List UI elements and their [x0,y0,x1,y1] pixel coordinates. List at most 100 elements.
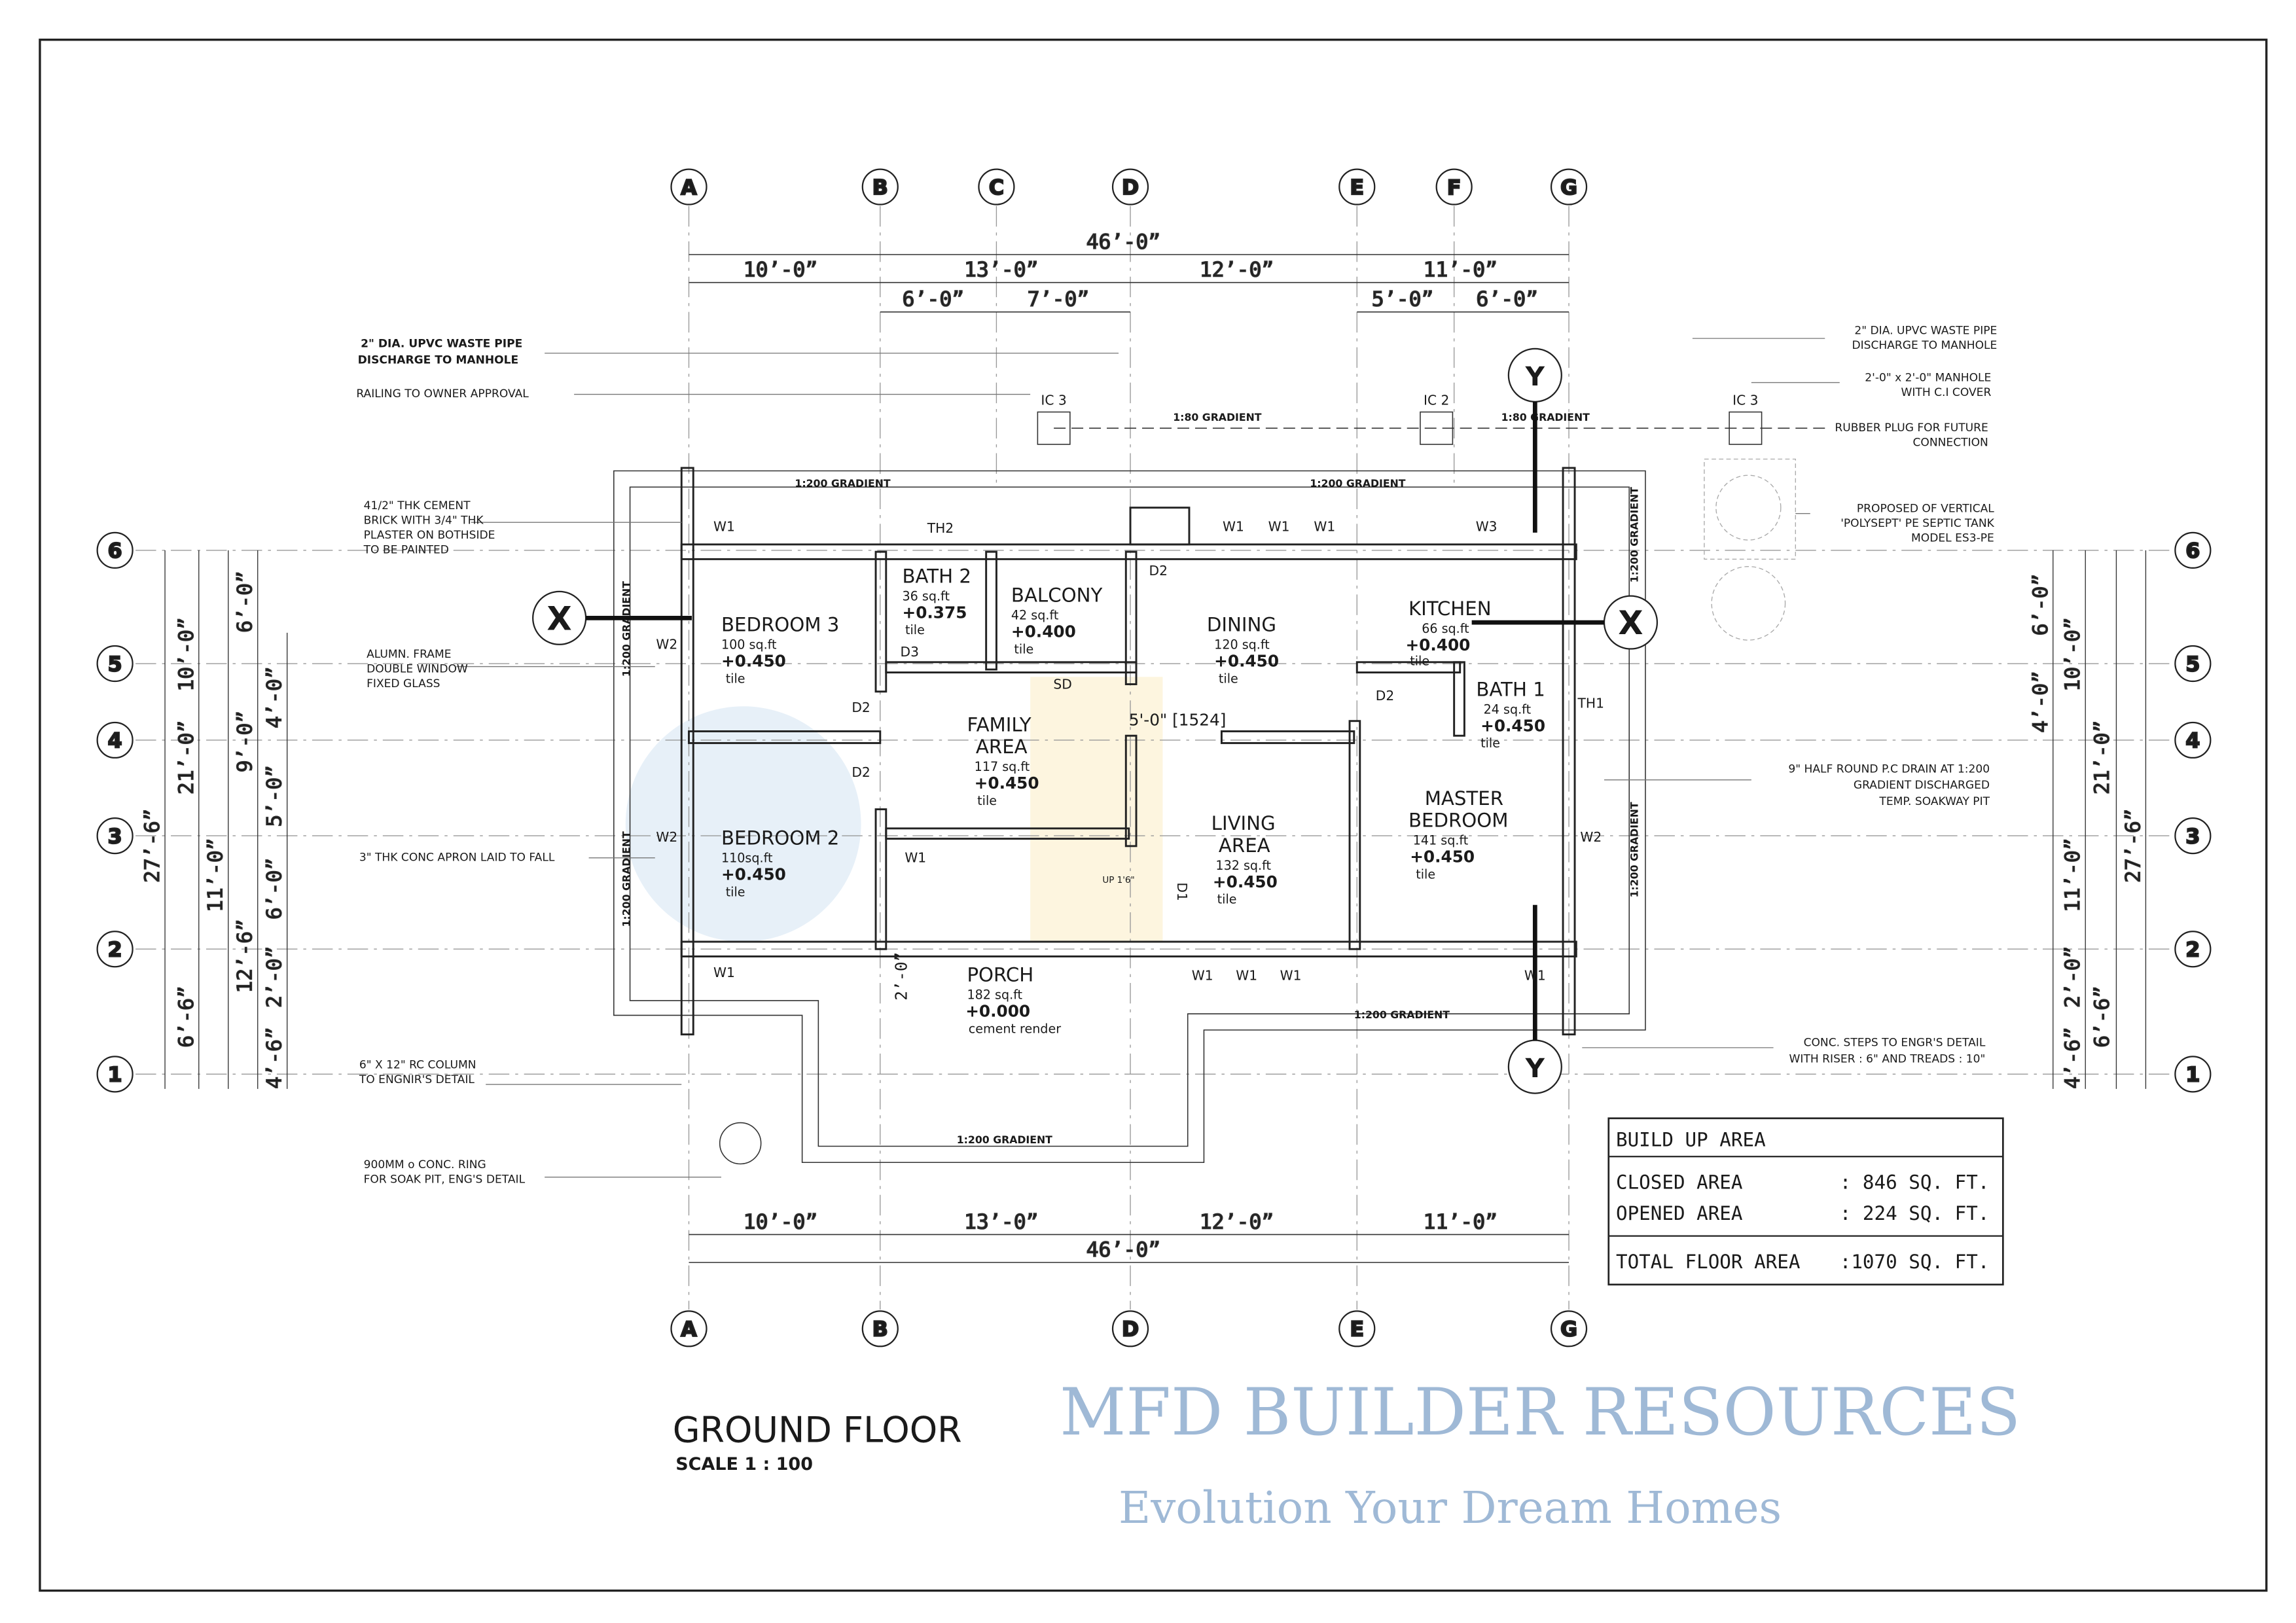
svg-text:KITCHEN: KITCHEN [1408,597,1492,620]
svg-text:6’-0”: 6’-0” [903,288,965,312]
svg-text:10’-0”: 10’-0” [2061,617,2085,692]
svg-text:E: E [1350,176,1365,200]
svg-text:+0.450: +0.450 [721,865,786,884]
svg-text:100 sq.ft: 100 sq.ft [721,637,777,652]
door-tag: D2 [852,764,870,780]
closed-area-value: : 846 SQ. FT. [1840,1171,1990,1194]
sheet-border [39,39,2268,1592]
door-tag: D2 [1376,688,1394,704]
grid-bubble-bottom-e: E [1338,1310,1376,1347]
trap-tag: TH2 [927,520,954,536]
svg-text:5: 5 [2185,652,2200,676]
svg-text:PROPOSED OF VERTICAL: PROPOSED OF VERTICAL [1857,502,1994,515]
left-annotations: 2" DIA. UPVC WASTE PIPE DISCHARGE TO MANH… [356,338,1119,1186]
svg-text:+0.450: +0.450 [721,652,786,671]
svg-text:tile: tile [1014,641,1033,656]
svg-text:46’-0”: 46’-0” [1086,230,1161,254]
svg-text:1: 1 [108,1063,122,1087]
svg-text:+0.450: +0.450 [975,774,1039,793]
svg-text:21’-0”: 21’-0” [2090,720,2114,794]
svg-text:12’-0”: 12’-0” [1200,1210,1274,1234]
svg-text:141 sq.ft: 141 sq.ft [1413,833,1469,848]
svg-text:11’-0”: 11’-0” [2061,838,2085,912]
svg-text:D: D [1122,176,1139,200]
svg-text:tile: tile [977,793,997,808]
door-tag: D2 [1149,563,1168,579]
drainage-line: 1:80 GRADIENT 1:80 GRADIENT IC 3 IC 2 IC… [1037,392,1825,641]
svg-text:LIVING: LIVING [1211,812,1276,834]
svg-text:9’-0”: 9’-0” [234,711,257,773]
svg-text:182 sq.ft: 182 sq.ft [967,988,1022,1003]
svg-text:'POLYSEPT' PE SEPTIC TANK: 'POLYSEPT' PE SEPTIC TANK [1840,517,1994,530]
svg-text:IC 3: IC 3 [1732,392,1758,408]
svg-text:2" DIA. UPVC WASTE PIPE: 2" DIA. UPVC WASTE PIPE [361,338,522,351]
closed-area-label: CLOSED AREA [1616,1171,1743,1194]
grid-bubble-top-a: A [670,168,708,205]
svg-text:6’-0”: 6’-0” [234,571,257,633]
svg-text:13’-0”: 13’-0” [964,1210,1039,1234]
svg-text:FAMILY: FAMILY [967,713,1031,736]
svg-text:DISCHARGE TO MANHOLE: DISCHARGE TO MANHOLE [358,353,519,366]
svg-text:110sq.ft: 110sq.ft [721,851,773,866]
svg-text:B: B [872,1318,888,1342]
svg-text:F: F [1447,176,1462,200]
svg-text:A: A [681,1318,697,1342]
svg-text:24 sq.ft: 24 sq.ft [1484,702,1532,717]
step-up-tag: UP 1'6" [1102,875,1134,885]
svg-text:41/2" THK CEMENT: 41/2" THK CEMENT [364,499,471,512]
section-y-top: Y [1507,348,1562,533]
svg-text:27’-6”: 27’-6” [141,808,164,883]
svg-text:TO BE PAINTED: TO BE PAINTED [363,543,449,556]
grid-bubble-top-f: F [1435,168,1473,205]
svg-text:PORCH: PORCH [967,964,1033,986]
watermark-brand: MFD BUILDER RESOURCES [1060,1375,2020,1450]
svg-text:6: 6 [2185,539,2200,563]
svg-text:+0.450: +0.450 [1480,716,1545,735]
svg-text:cement render: cement render [969,1021,1062,1036]
opened-area-value: : 224 SQ. FT. [1840,1202,1990,1224]
svg-text:CONC. STEPS TO ENGR'S DETAIL: CONC. STEPS TO ENGR'S DETAIL [1804,1037,1986,1050]
section-x-left: X [532,590,692,645]
svg-text:B: B [872,176,888,200]
svg-text:11’-0”: 11’-0” [1423,259,1498,282]
svg-text:Y: Y [1525,1052,1545,1084]
svg-text:27’-6”: 27’-6” [2121,808,2145,883]
svg-text:BATH 1: BATH 1 [1476,678,1545,700]
window-tag: W2 [656,829,677,845]
inspection-chamber-ic3-right: IC 3 [1729,392,1763,445]
svg-text:1:200 GRADIENT: 1:200 GRADIENT [795,477,890,490]
grid-bubble-top-e: E [1338,168,1376,205]
svg-text:6: 6 [108,539,122,563]
svg-text:tile: tile [726,884,745,899]
bottom-dimensions: 10’-0” 13’-0” 12’-0” 11’-0” 46’-0” [689,1210,1570,1263]
svg-text:tile: tile [1480,736,1500,751]
door-tag: D2 [852,700,870,715]
svg-text:2’-0”: 2’-0” [2061,946,2085,1008]
door-tag: D3 [901,644,919,660]
svg-text:AREA: AREA [976,736,1028,758]
inspection-chamber-ic3-left: IC 3 [1037,392,1071,445]
svg-text:6" X 12" RC COLUMN: 6" X 12" RC COLUMN [359,1058,476,1071]
svg-text:4: 4 [2185,729,2200,753]
window-tag: W1 [713,965,735,980]
grid-bubble-top-g: G [1550,168,1588,205]
svg-text:5’-0”: 5’-0” [263,765,287,827]
total-area-label: TOTAL FLOOR AREA [1616,1251,1801,1273]
grid-bubble-bottom-a: A [670,1310,708,1347]
svg-text:5: 5 [108,652,122,676]
soak-pit-icon [719,1122,762,1165]
svg-text:X: X [547,599,572,637]
door-tag: D1 [1174,882,1190,901]
svg-text:G: G [1560,1318,1577,1342]
grid-bubble-bottom-g: G [1550,1310,1588,1347]
svg-text:A: A [681,176,697,200]
svg-text:6’-0”: 6’-0” [1476,288,1538,312]
window-tag: W1 [1314,519,1335,535]
window-tag: W2 [1580,829,1602,845]
grid-bubble-right-2: 2 [2174,931,2212,968]
